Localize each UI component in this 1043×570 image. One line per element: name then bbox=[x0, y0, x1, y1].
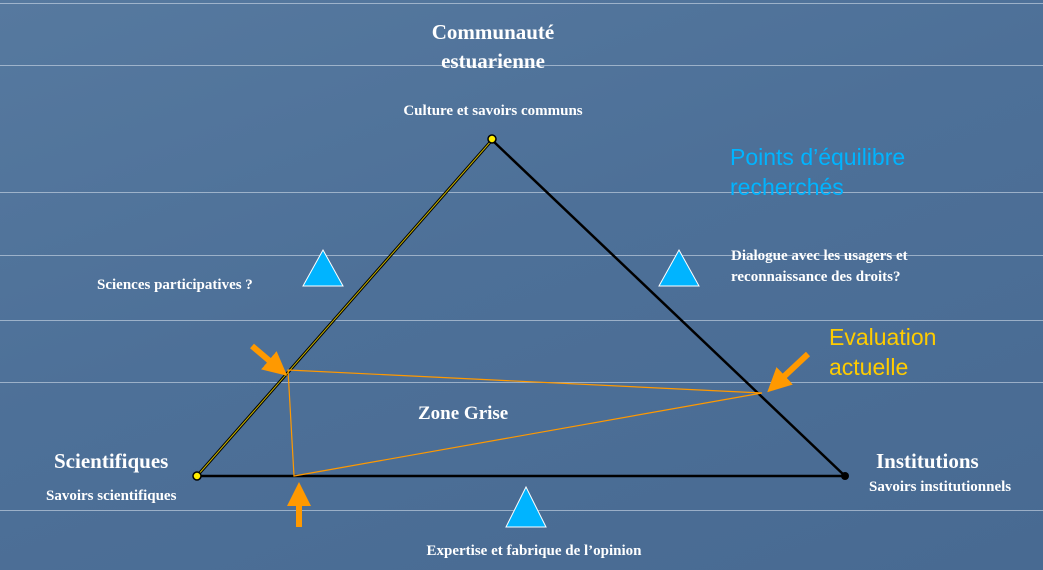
triangle-edge-right bbox=[491, 139, 846, 477]
grey-zone-triangle bbox=[287, 369, 763, 477]
divider bbox=[0, 3, 1043, 4]
triangle-edge-left-highlight bbox=[196, 139, 493, 477]
legend-evaluation: Evaluation actuelle bbox=[829, 322, 936, 382]
legend-line: Evaluation bbox=[829, 324, 937, 350]
vertex-left bbox=[192, 471, 202, 481]
vertex-right-subtitle: Savoirs institutionnels bbox=[869, 479, 1012, 495]
vertex-top bbox=[487, 134, 497, 144]
legend-equilibrium: Points d’équilibre recherchés bbox=[730, 142, 905, 202]
legend-line: actuelle bbox=[829, 354, 909, 380]
equilibrium-triangle-right bbox=[658, 248, 700, 287]
label-line: reconnaissance des droits? bbox=[731, 269, 901, 285]
arrow-icon bbox=[250, 343, 288, 376]
edge-right-label: Dialogue avec les usagers et reconnaissa… bbox=[731, 246, 908, 288]
title-line: estuarienne bbox=[441, 49, 545, 73]
equilibrium-triangle-left bbox=[302, 248, 344, 287]
equilibrium-triangle-bottom bbox=[505, 485, 547, 528]
divider bbox=[0, 192, 1043, 193]
vertex-top-title: Communauté estuarienne bbox=[432, 18, 555, 76]
divider bbox=[0, 255, 1043, 256]
zone-label: Zone Grise bbox=[418, 403, 509, 424]
divider bbox=[0, 320, 1043, 321]
divider bbox=[0, 65, 1043, 66]
title-line: Communauté bbox=[431, 20, 555, 44]
edge-bottom-label: Expertise et fabrique de l’opinion bbox=[426, 543, 642, 559]
legend-line: Points d’équilibre bbox=[730, 144, 906, 170]
vertex-top-subtitle: Culture et savoirs communs bbox=[403, 103, 583, 119]
edge-left-label: Sciences participatives ? bbox=[97, 277, 253, 293]
legend-line: recherchés bbox=[730, 174, 844, 200]
vertex-left-subtitle: Savoirs scientifiques bbox=[46, 488, 177, 504]
arrow-icon bbox=[767, 351, 811, 393]
vertex-right bbox=[841, 472, 849, 480]
divider bbox=[0, 382, 1043, 383]
label-line: Dialogue avec les usagers et bbox=[731, 248, 908, 264]
vertex-right-title: Institutions bbox=[876, 449, 979, 473]
vertex-left-title: Scientifiques bbox=[54, 449, 169, 473]
